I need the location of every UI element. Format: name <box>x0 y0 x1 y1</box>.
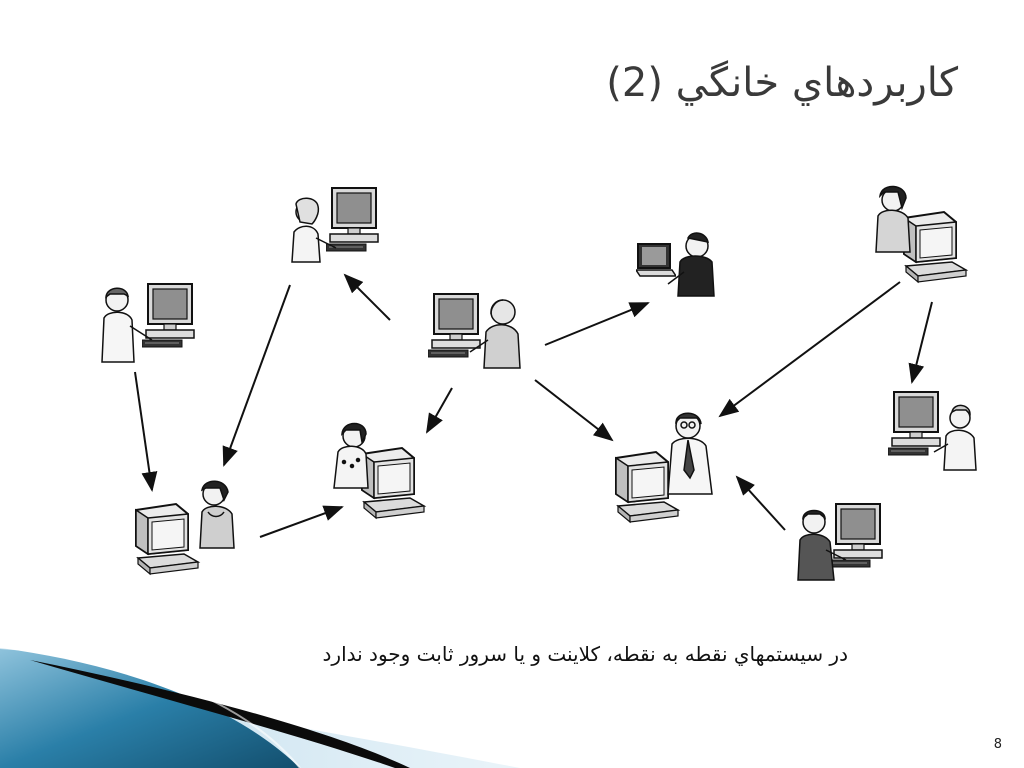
page-number: 8 <box>993 737 1002 752</box>
arrow-center-to-right-center <box>534 379 614 442</box>
arrow-center-to-middle <box>426 387 453 434</box>
desktop-computer-icon <box>361 447 425 519</box>
laptop-icon <box>636 243 676 277</box>
slide-title: کاربردهاي خانگي (2) <box>606 60 958 106</box>
woman-icon <box>291 197 337 263</box>
woman-icon <box>199 480 235 549</box>
monitor-icon <box>326 187 379 252</box>
computer-user-node <box>135 480 235 575</box>
arrow-top-left-to-bottom-left <box>222 284 291 467</box>
slide-caption: در سيستمهاي نقطه به نقطه، کلاينت و يا سر… <box>322 642 849 666</box>
computer-user-node <box>875 185 967 283</box>
computer-user-node <box>428 293 521 369</box>
computer-user-node <box>333 422 425 519</box>
arrow-center-to-top-left <box>343 273 391 321</box>
arrow-top-right-to-right-center <box>718 281 901 418</box>
man-icon <box>797 509 847 581</box>
computer-user-node <box>888 391 977 471</box>
desktop-computer-icon <box>903 211 967 283</box>
computer-user-node <box>101 283 195 363</box>
woman-icon <box>933 404 977 471</box>
computer-user-node <box>636 232 715 297</box>
monitor-icon <box>830 503 883 568</box>
computer-user-node <box>797 503 883 581</box>
man-with-tie-icon <box>667 412 713 495</box>
computer-user-node <box>291 187 379 263</box>
woman-icon <box>333 422 369 489</box>
bald-man-icon <box>469 299 521 369</box>
arrow-bottom-right-to-right-center <box>735 475 786 531</box>
arrow-center-to-laptop <box>544 302 650 346</box>
desktop-computer-icon <box>135 503 199 575</box>
man-icon <box>101 287 153 363</box>
arrow-left-to-bottom-left <box>134 371 158 492</box>
man-icon <box>667 232 715 297</box>
monitor-icon <box>428 293 481 358</box>
arrow-bottom-left-to-middle <box>259 505 344 538</box>
arrows <box>134 273 933 538</box>
arrow-top-right-to-right <box>908 301 933 384</box>
computer-user-node <box>615 412 713 523</box>
woman-icon <box>875 185 911 253</box>
monitor-icon <box>142 283 195 348</box>
monitor-icon <box>888 391 941 456</box>
